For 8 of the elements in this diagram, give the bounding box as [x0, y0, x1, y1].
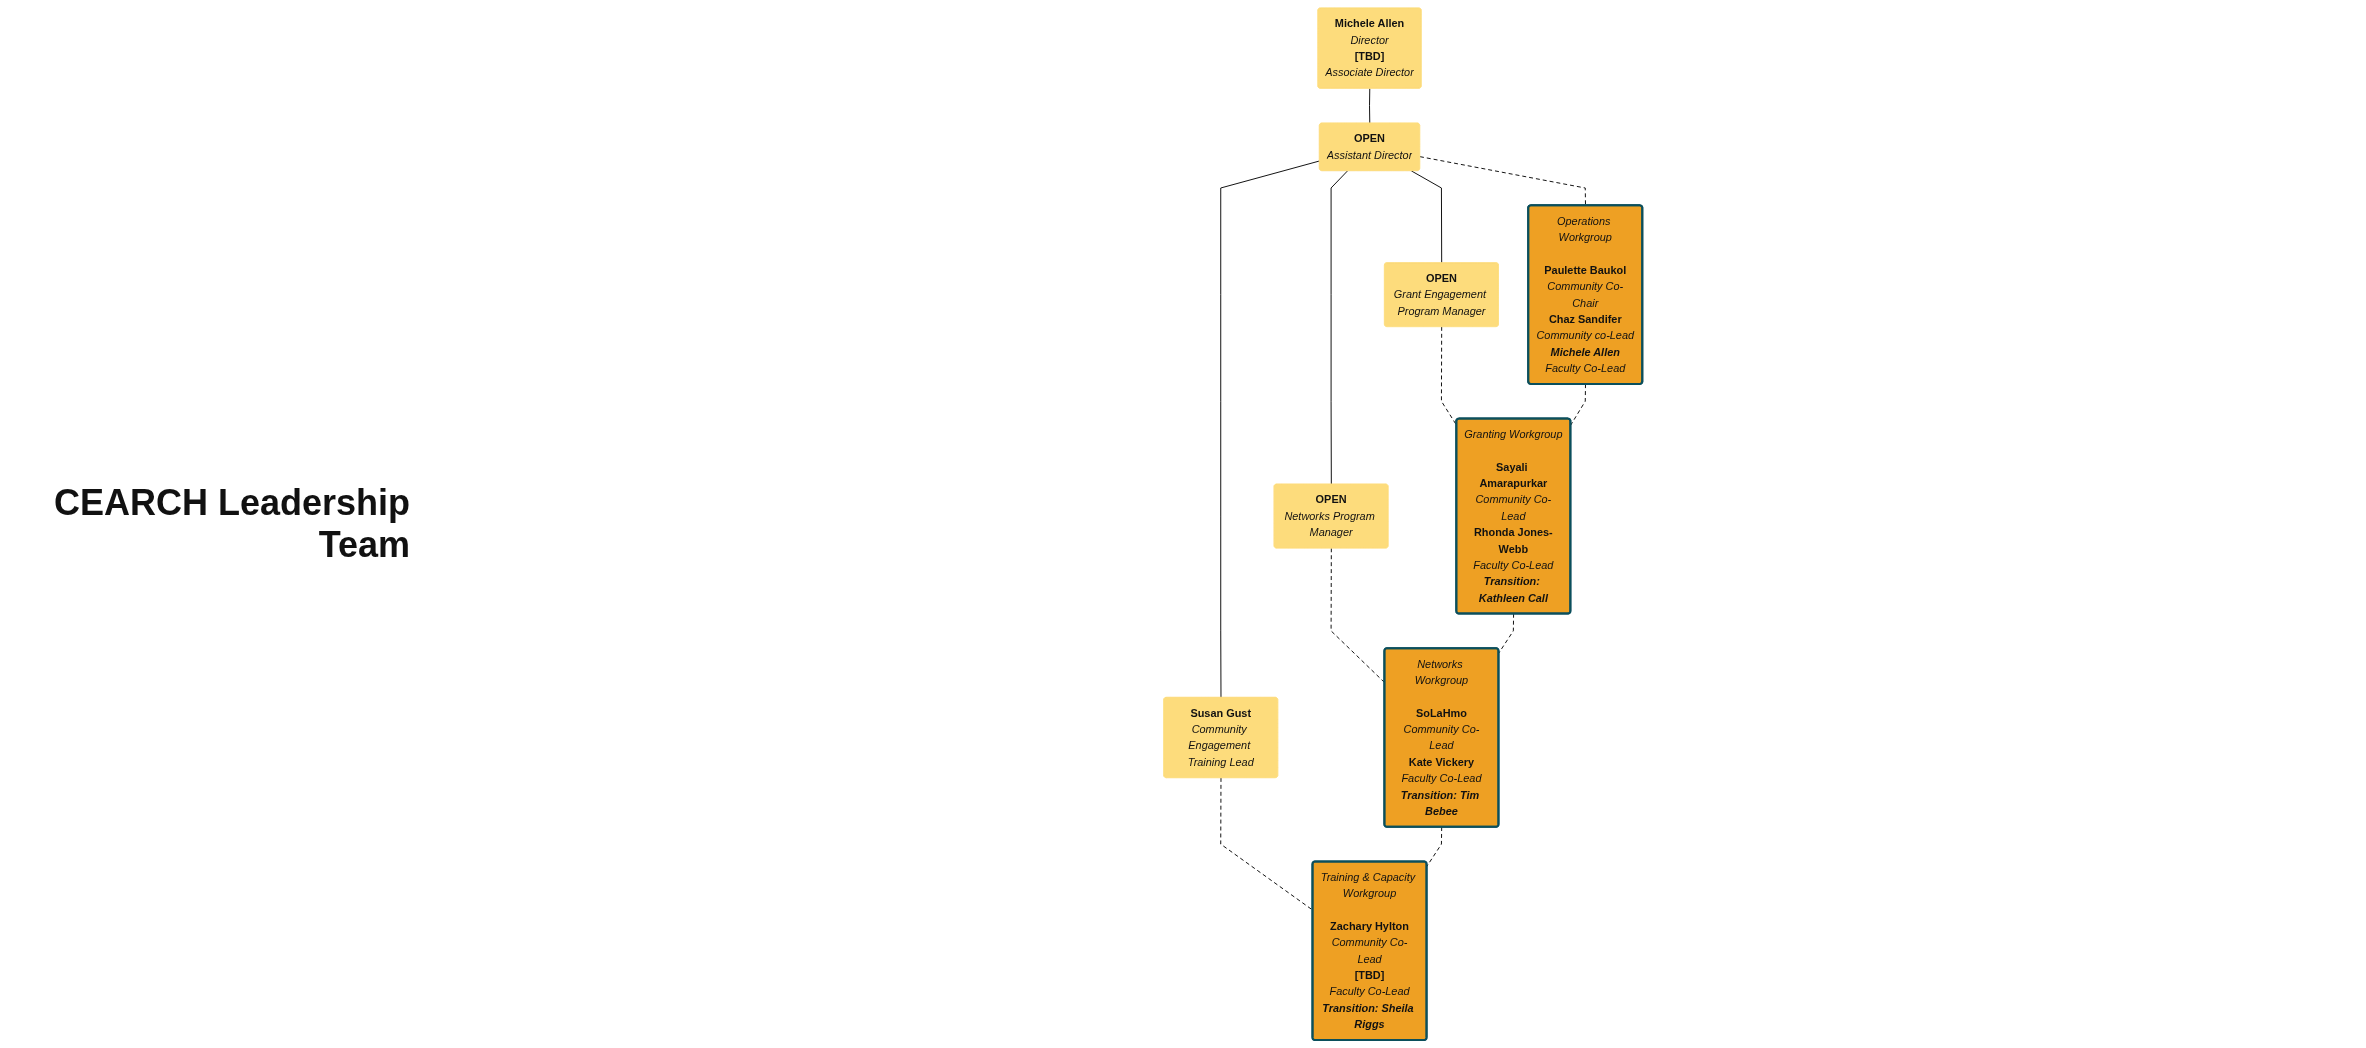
connector [1410, 170, 1443, 264]
team-heading: CEARCH Leadership Team [52, 482, 410, 566]
connector [1419, 156, 1586, 207]
connector [1220, 160, 1321, 699]
connector [1330, 170, 1349, 485]
connector [1570, 383, 1586, 426]
connector [1369, 88, 1371, 124]
connector [1498, 613, 1515, 654]
